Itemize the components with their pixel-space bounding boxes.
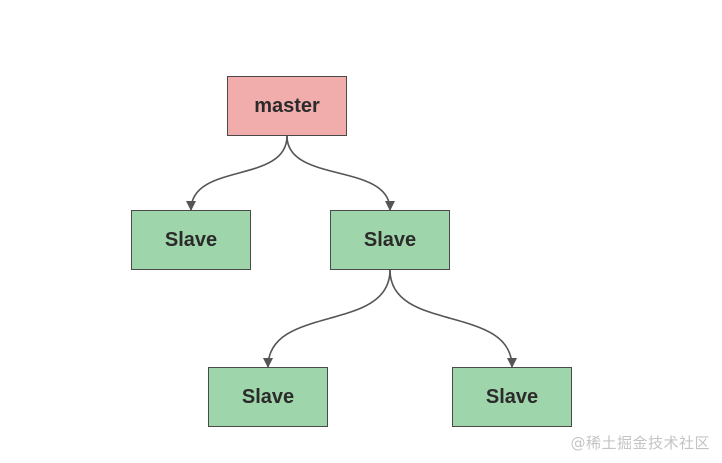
slave-node-middle: Slave <box>330 210 450 270</box>
master-node-label: master <box>254 94 320 117</box>
slave-node-bottom-right: Slave <box>452 367 572 427</box>
edge-master-to-slave-left <box>186 135 288 211</box>
edges-layer <box>186 135 517 368</box>
slave-node-left: Slave <box>131 210 251 270</box>
watermark: @稀土掘金技术社区 <box>570 434 710 452</box>
slave-node-middle-label: Slave <box>363 228 417 251</box>
edge-slave-mid-to-slave-bottom-left <box>263 269 391 368</box>
edge-master-to-slave-mid <box>286 135 395 211</box>
slave-node-left-label: Slave <box>164 228 218 251</box>
master-node: master <box>227 76 347 136</box>
slave-node-bottom-left: Slave <box>208 367 328 427</box>
slave-node-bottom-right-label: Slave <box>485 385 539 408</box>
edge-slave-mid-to-slave-bottom-right <box>389 269 517 368</box>
slave-node-bottom-left-label: Slave <box>241 385 295 408</box>
